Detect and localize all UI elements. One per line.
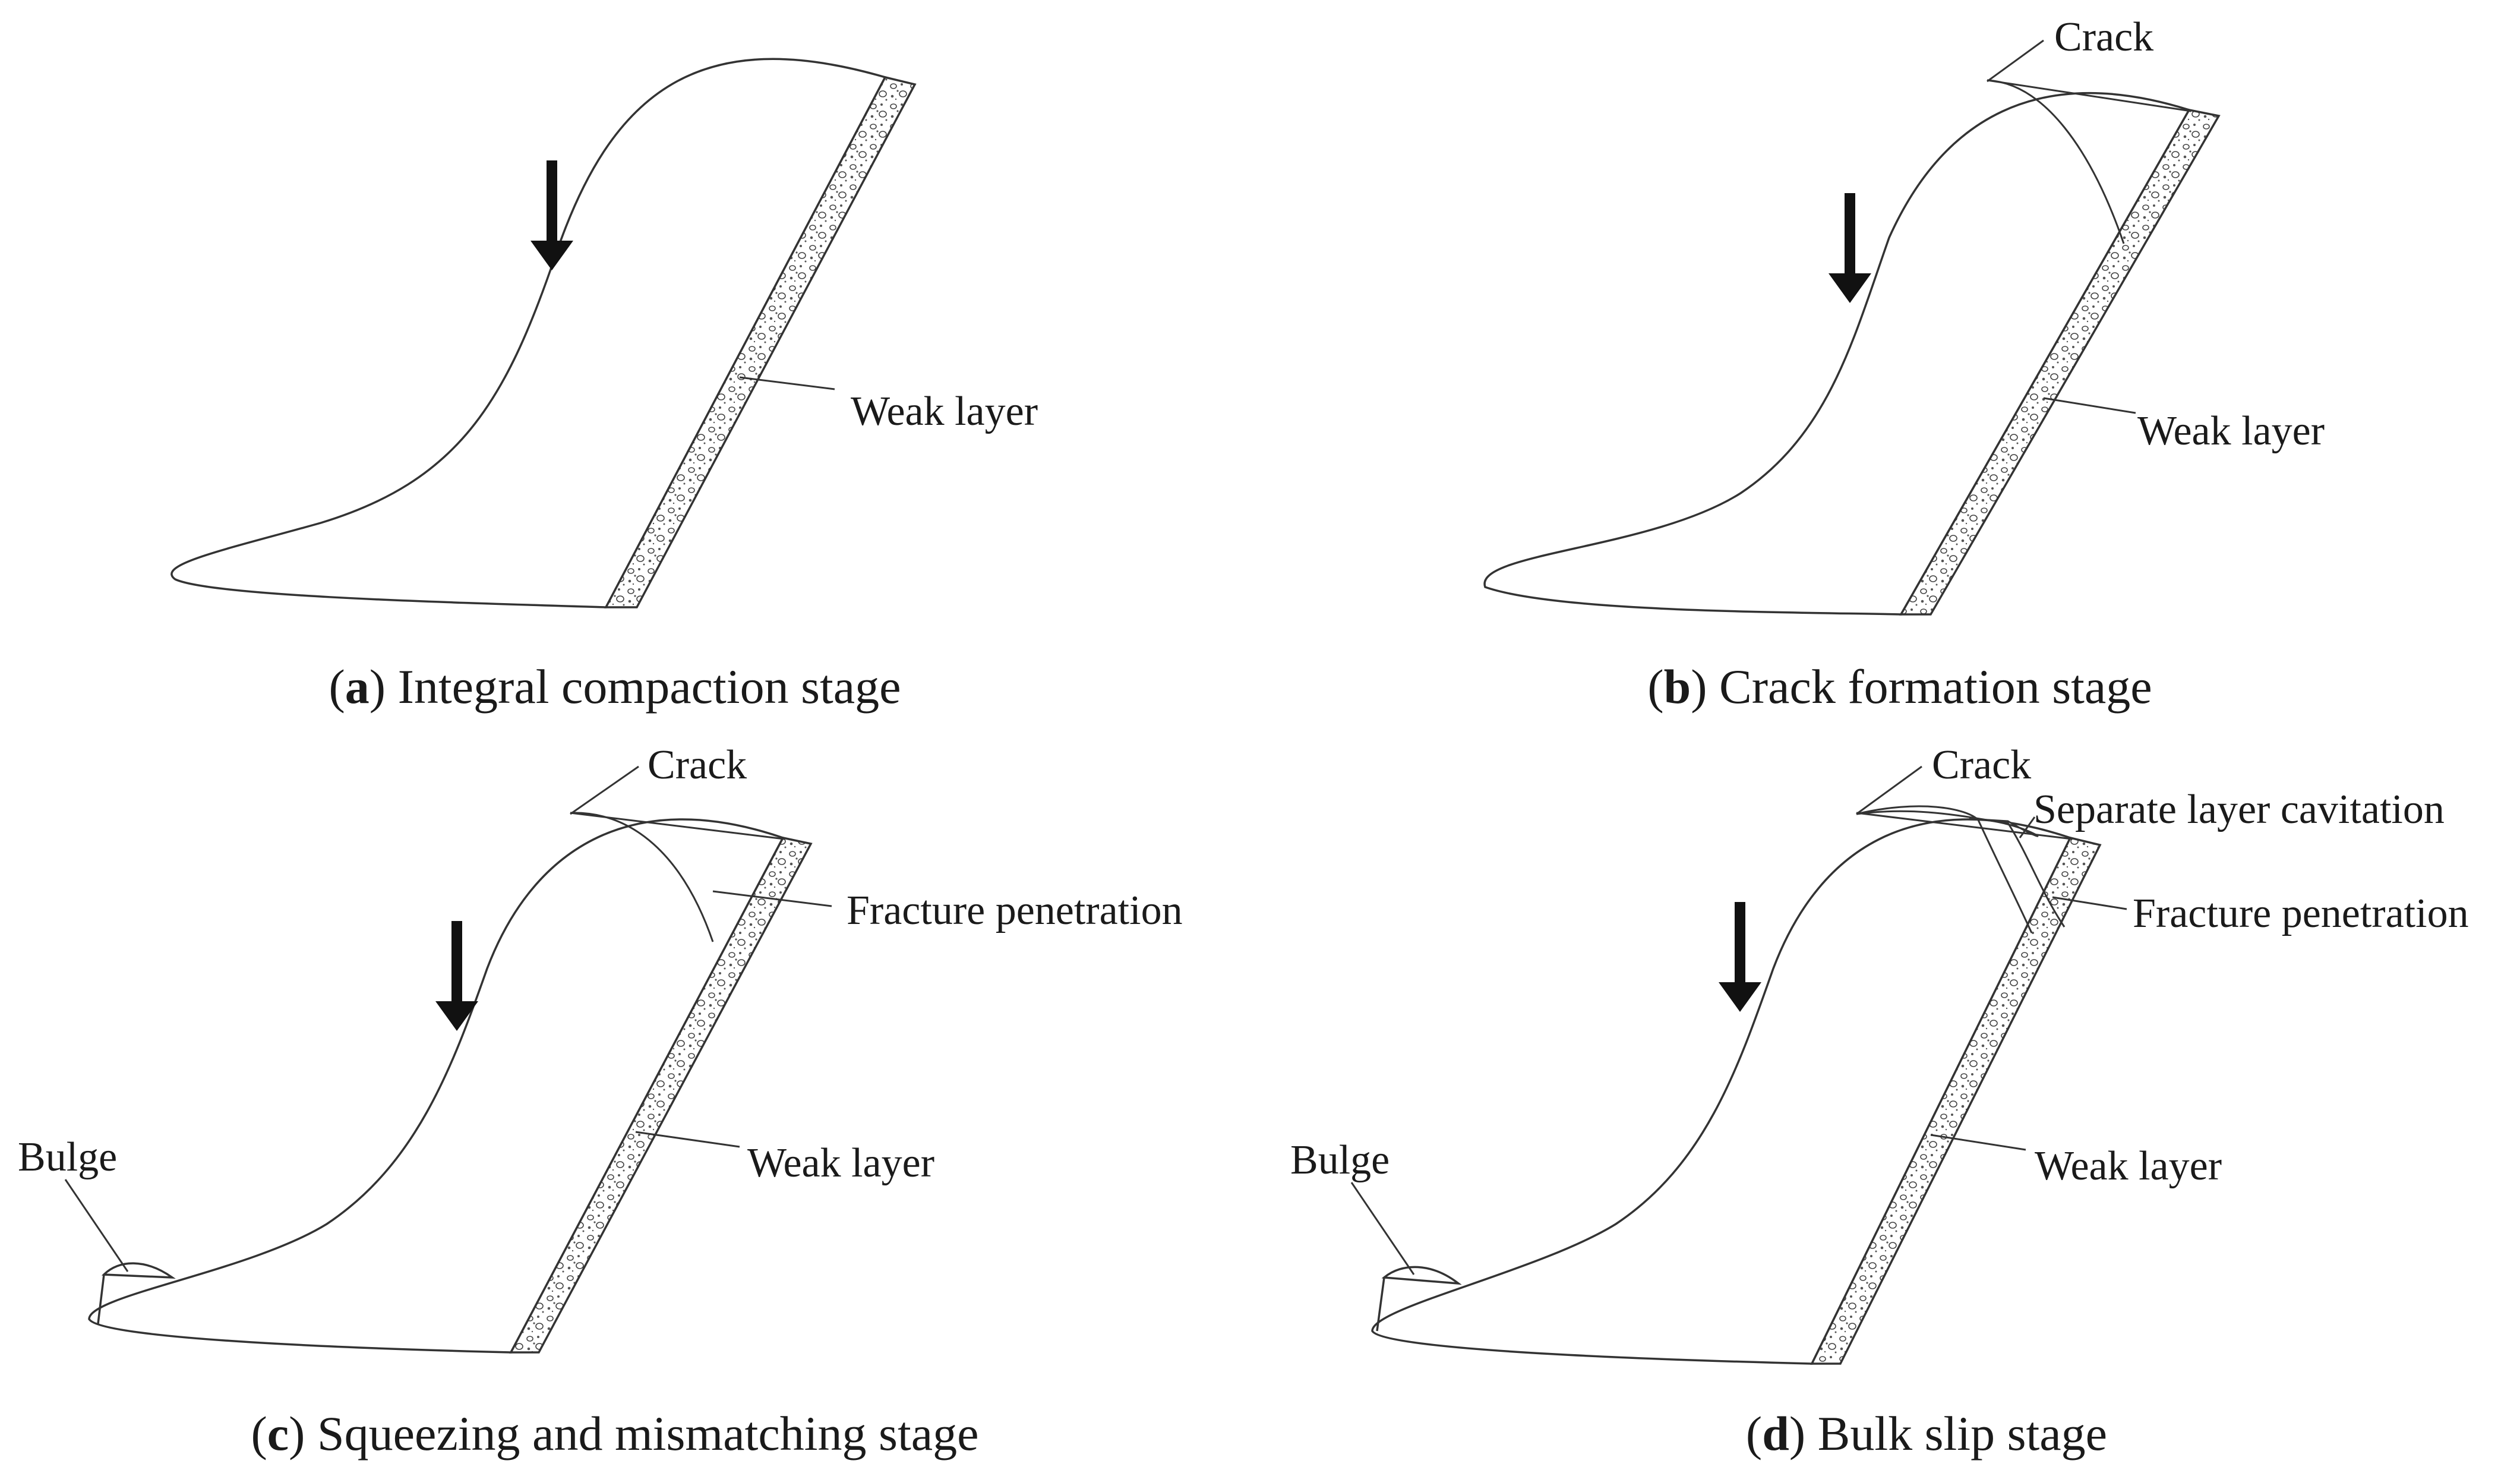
leader-cavitation-d xyxy=(2019,816,2036,838)
leader-bulge-c xyxy=(64,1179,129,1272)
panel-b: Crack Weak layer xyxy=(1483,14,2325,616)
leader-weak-layer-a xyxy=(739,376,835,390)
leader-fracture-d xyxy=(2052,896,2127,910)
label-crack-d: Crack xyxy=(1932,742,2031,788)
slope-body-c xyxy=(88,818,785,1354)
label-crack-b: Crack xyxy=(2054,14,2153,60)
crack-c xyxy=(570,812,714,942)
leader-bulge-d xyxy=(1350,1182,1415,1275)
down-arrow-b xyxy=(1829,193,1871,303)
bulge-c xyxy=(97,1262,176,1324)
down-arrow-a xyxy=(530,160,573,270)
label-fracture-penetration-d: Fracture penetration xyxy=(2133,891,2469,936)
label-weak-layer-b: Weak layer xyxy=(2137,408,2325,454)
label-weak-layer-d: Weak layer xyxy=(2035,1143,2222,1189)
label-bulge-c: Bulge xyxy=(18,1134,117,1180)
weak-layer-d xyxy=(1810,836,2102,1365)
slope-body-b xyxy=(1483,92,2191,616)
weak-layer-a xyxy=(604,75,917,608)
weak-layer-b xyxy=(1899,109,2221,616)
slope-body-d xyxy=(1371,818,2072,1365)
label-weak-layer-c: Weak layer xyxy=(747,1140,934,1186)
panel-d: Crack Separate layer cavitation Fracture… xyxy=(1290,742,2469,1365)
weak-layer-c xyxy=(509,837,813,1354)
caption-d: (d) Bulk slip stage xyxy=(1746,1406,2107,1461)
caption-a: (a) Integral compaction stage xyxy=(329,660,901,714)
label-crack-c: Crack xyxy=(648,742,747,788)
caption-c: (c) Squeezing and mismatching stage xyxy=(251,1406,978,1461)
caption-b: (b) Crack formation stage xyxy=(1647,660,2152,714)
panel-c: Crack Fracture penetration Weak layer Bu… xyxy=(18,742,1183,1354)
down-arrow-d xyxy=(1719,902,1761,1012)
leader-fracture-c xyxy=(712,890,832,907)
leader-crack-b xyxy=(1987,39,2044,83)
label-weak-layer-a: Weak layer xyxy=(851,389,1038,434)
panel-a: Weak layer xyxy=(170,58,1038,608)
label-separate-layer-cavitation-d: Separate layer cavitation xyxy=(2033,787,2445,832)
label-bulge-d: Bulge xyxy=(1290,1137,1390,1183)
crack-b xyxy=(1987,79,2125,244)
bulge-d xyxy=(1376,1266,1462,1332)
leader-weak-layer-c xyxy=(635,1131,740,1148)
leader-weak-layer-d xyxy=(1930,1134,2026,1151)
slope-body-a xyxy=(170,58,887,608)
leader-crack-c xyxy=(570,765,639,815)
leader-crack-d xyxy=(1856,765,1922,815)
down-arrow-c xyxy=(435,921,478,1031)
label-fracture-penetration-c: Fracture penetration xyxy=(847,888,1183,933)
leader-weak-layer-b xyxy=(2043,397,2136,414)
